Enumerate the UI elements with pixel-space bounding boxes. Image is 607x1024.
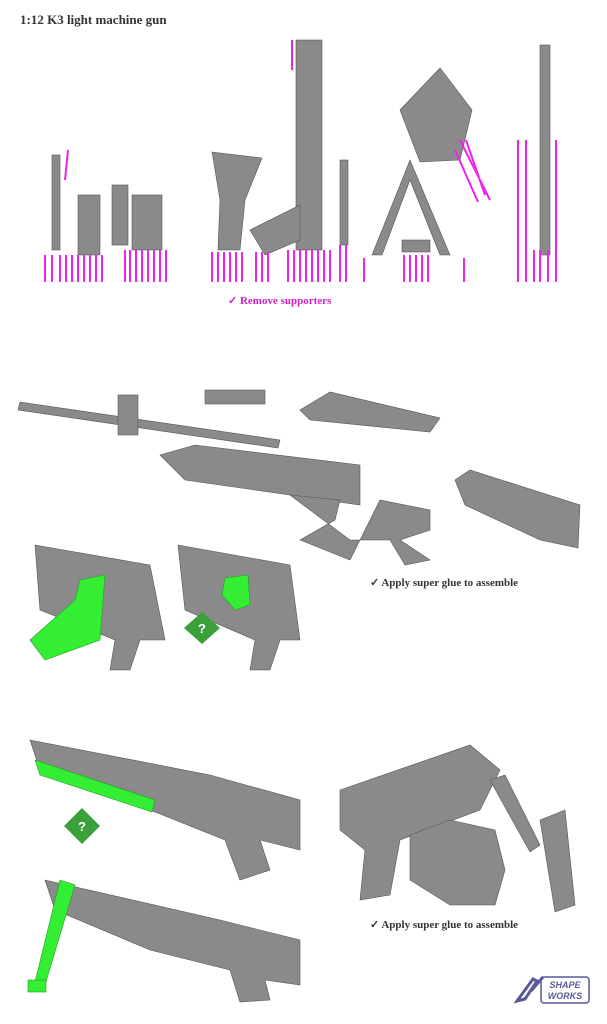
sprue-parts [51, 39, 551, 256]
supporters [44, 40, 557, 282]
option-badge-1: ? [184, 612, 220, 644]
option-badge-2: ? [64, 808, 100, 844]
svg-text:WORKS: WORKS [548, 991, 583, 1001]
svg-text:?: ? [78, 819, 86, 834]
highlighted-magazine [29, 574, 251, 661]
shape-works-logo: SHAPE WORKS [513, 971, 593, 1012]
remove-supporters-caption: ✓ Remove supporters [228, 295, 332, 307]
svg-text:?: ? [198, 621, 206, 636]
glue-caption-1: ✓ Apply super glue to assemble [370, 577, 519, 589]
highlighted-parts [27, 759, 156, 993]
glue-caption-2: ✓ Apply super glue to assemble [370, 919, 519, 931]
assembled-gun [29, 739, 576, 1003]
svg-text:SHAPE: SHAPE [549, 980, 581, 990]
gun-parts-exploded [17, 389, 581, 671]
page-title: 1:12 K3 light machine gun [20, 12, 167, 27]
